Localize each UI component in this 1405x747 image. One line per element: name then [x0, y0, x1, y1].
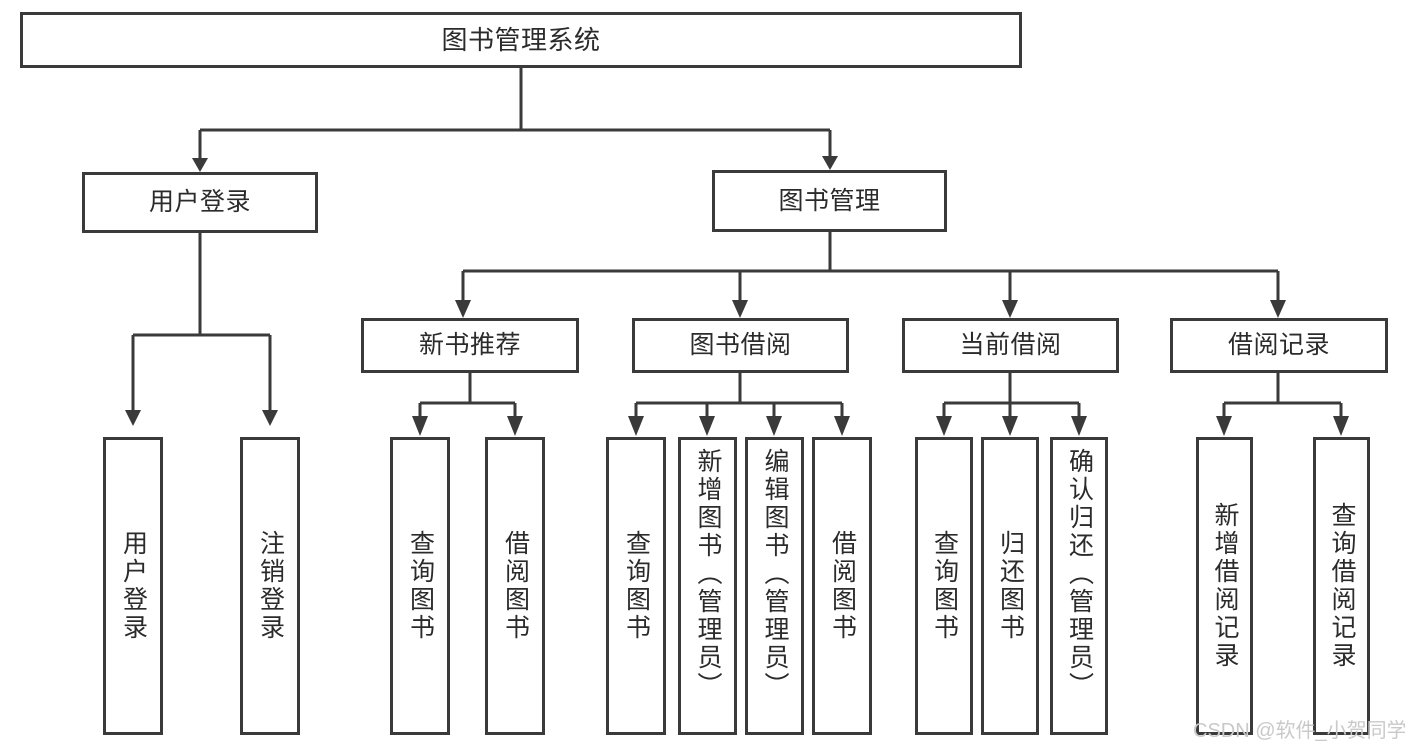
arrow-br-1 — [1333, 416, 1349, 436]
leaf-book-borrow-edit-book-admin[interactable]: 编辑图书（管理员） — [745, 437, 804, 735]
leaf-new-book-borrow-book[interactable]: 借阅图书 — [485, 437, 545, 735]
arrow-user-login — [192, 158, 208, 172]
leaf-book-borrow-borrow-book[interactable]: 借阅图书 — [812, 437, 872, 735]
node-root-book-management-system[interactable]: 图书管理系统 — [20, 12, 1022, 68]
leaf-label: 查询借阅记录 — [1328, 502, 1356, 670]
node-book-management[interactable]: 图书管理 — [712, 170, 947, 232]
leaf-label: 新增借阅记录 — [1211, 502, 1239, 670]
leaf-label: 注销登录 — [256, 530, 285, 642]
node-new-book-recommend[interactable]: 新书推荐 — [361, 318, 579, 373]
node-book-borrow[interactable]: 图书借阅 — [632, 318, 849, 373]
node-label: 图书管理系统 — [441, 24, 601, 55]
arrow-ul-1 — [262, 410, 278, 426]
leaf-current-borrow-query-book[interactable]: 查询图书 — [915, 437, 973, 735]
leaf-label: 用户登录 — [119, 530, 148, 642]
node-label: 当前借阅 — [959, 331, 1062, 359]
arrow-l3-2 — [1002, 300, 1018, 318]
arrow-bb-2 — [766, 416, 782, 436]
node-current-borrow[interactable]: 当前借阅 — [902, 318, 1119, 373]
leaf-label: 查询图书 — [406, 530, 435, 642]
csdn-watermark: CSDN @软件_小贺同学 — [1193, 720, 1405, 742]
leaf-label: 确认归还（管理员） — [1065, 448, 1094, 700]
leaf-user-login-login[interactable]: 用户登录 — [103, 437, 163, 735]
leaf-current-borrow-return-book[interactable]: 归还图书 — [981, 437, 1039, 735]
leaf-label: 查询图书 — [930, 530, 959, 642]
arrow-cb-1 — [1002, 416, 1018, 436]
arrow-cb-0 — [936, 416, 952, 436]
leaf-new-book-query-book[interactable]: 查询图书 — [390, 437, 450, 735]
leaf-label: 编辑图书（管理员） — [761, 448, 789, 700]
arrow-l3-3 — [1270, 300, 1286, 318]
arrow-l3-0 — [455, 300, 471, 318]
node-borrow-record[interactable]: 借阅记录 — [1170, 318, 1388, 373]
node-label: 用户登录 — [148, 188, 251, 216]
leaf-label: 查询图书 — [622, 530, 651, 642]
arrow-l3-1 — [732, 300, 748, 318]
arrow-nbr-1 — [507, 416, 523, 436]
node-label: 新书推荐 — [418, 331, 521, 359]
node-label: 图书借阅 — [689, 331, 792, 359]
arrow-bb-1 — [699, 416, 715, 436]
leaf-label: 借阅图书 — [501, 530, 530, 642]
leaf-borrow-record-query-record[interactable]: 查询借阅记录 — [1313, 437, 1370, 735]
node-user-login[interactable]: 用户登录 — [82, 172, 318, 233]
leaf-book-borrow-query-book[interactable]: 查询图书 — [606, 437, 666, 735]
node-label: 借阅记录 — [1227, 331, 1330, 359]
leaf-label: 借阅图书 — [828, 530, 857, 642]
arrow-br-0 — [1216, 416, 1232, 436]
node-label: 图书管理 — [778, 186, 881, 215]
leaf-book-borrow-add-book-admin[interactable]: 新增图书（管理员） — [678, 437, 737, 735]
arrow-ul-0 — [125, 410, 141, 426]
leaf-current-borrow-confirm-return-admin[interactable]: 确认归还（管理员） — [1050, 437, 1108, 735]
leaf-label: 新增图书（管理员） — [694, 448, 722, 700]
arrow-cb-2 — [1071, 416, 1087, 436]
arrow-book-manage — [822, 156, 838, 170]
arrow-bb-0 — [628, 416, 644, 436]
arrow-nbr-0 — [412, 416, 428, 436]
arrow-bb-3 — [834, 416, 850, 436]
leaf-borrow-record-add-record[interactable]: 新增借阅记录 — [1196, 437, 1253, 735]
leaf-label: 归还图书 — [996, 530, 1025, 642]
leaf-user-login-logout[interactable]: 注销登录 — [240, 437, 300, 735]
